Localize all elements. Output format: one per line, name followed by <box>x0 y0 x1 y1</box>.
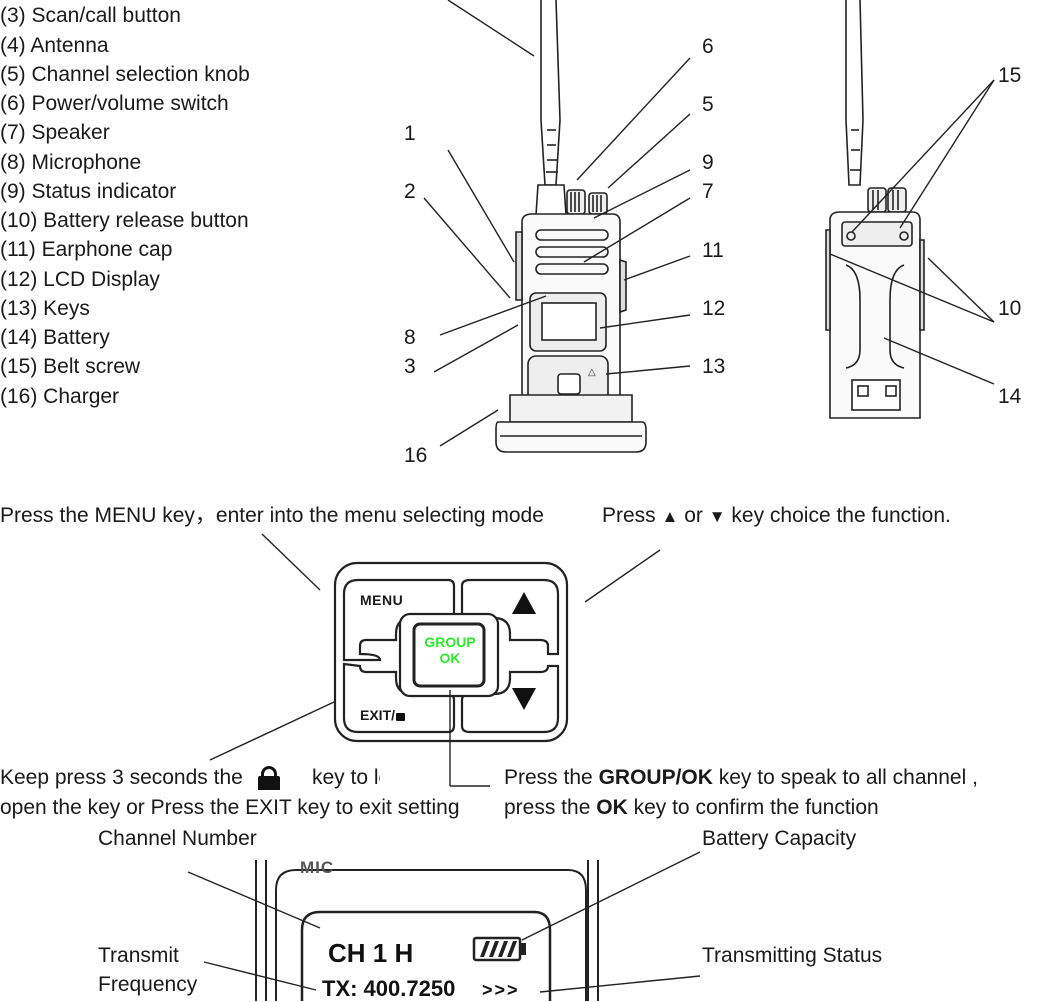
parts-list-item: (13) Keys <box>0 297 90 320</box>
keypad-leader-lines <box>209 533 661 787</box>
parts-list-item: (4) Antenna <box>0 34 109 57</box>
battery-capacity-label: Battery Capacity <box>702 827 857 850</box>
channel-number-label: Channel Number <box>98 827 257 850</box>
parts-list-item: (16) Charger <box>0 385 120 408</box>
transmitting-status-label: Transmitting Status <box>702 944 883 967</box>
callout-number: 2 <box>404 180 416 203</box>
radio-back-illustration <box>825 0 925 419</box>
transmit-frequency-label-line2: Frequency <box>98 973 198 996</box>
updown-key-caption: Press ▲ or ▼ key choice the function. <box>602 504 951 529</box>
callout-leader-lines <box>423 0 995 447</box>
parts-list-item: (3) Scan/call button <box>0 4 181 27</box>
lcd-channel-text: CH 1 H <box>328 938 414 968</box>
lock-caption-part-a: Keep press 3 seconds the <box>0 766 243 789</box>
ok-caption-part-a: press the <box>504 796 591 819</box>
ok-key-text: OK <box>439 650 461 666</box>
group-ok-key-label: GROUP OK <box>422 634 478 666</box>
exit-key-label: EXIT/ <box>360 703 406 727</box>
callout-number: 15 <box>998 64 1022 87</box>
ok-caption-bold: OK <box>596 796 628 819</box>
exit-key-caption: open the key or Press the EXIT key to ex… <box>0 796 460 819</box>
callout-number: 6 <box>702 35 714 58</box>
callout-number: 7 <box>702 180 714 203</box>
parts-list-item: (11) Earphone cap <box>0 238 173 261</box>
parts-list-item: (5) Channel selection knob <box>0 63 250 86</box>
parts-list-item: (9) Status indicator <box>0 180 177 203</box>
lcd-leader-lines <box>187 851 701 993</box>
parts-list-item: (14) Battery <box>0 326 110 349</box>
ok-confirm-caption: press the OK key to confirm the function <box>504 796 898 820</box>
group-key-text: GROUP <box>424 634 476 650</box>
callout-number: 5 <box>702 93 714 116</box>
callout-number: 14 <box>998 385 1022 408</box>
parts-list-item: (7) Speaker <box>0 121 110 144</box>
transmit-frequency-label-line1: Transmit <box>98 944 179 967</box>
callout-number: 1 <box>404 122 416 145</box>
callout-number: 11 <box>702 239 724 262</box>
callout-number: 8 <box>404 326 416 349</box>
callout-number: 10 <box>998 297 1022 320</box>
lock-icon <box>396 713 406 721</box>
group-caption-part-b: key to speak to all channel , <box>718 766 978 789</box>
lcd-transmit-status-text: >>> <box>482 980 520 1000</box>
callout-number: 9 <box>702 151 714 174</box>
up-arrow-icon: ▲ <box>661 507 679 526</box>
updown-caption-prefix: Press <box>602 504 656 527</box>
updown-caption-suffix: key choice the function. <box>731 504 951 527</box>
callout-number: 12 <box>702 297 726 320</box>
ok-caption-part-b: key to confirm the function <box>633 796 879 819</box>
callout-number: 16 <box>404 444 428 467</box>
parts-list-item: (8) Microphone <box>0 151 142 174</box>
radio-front-illustration: △ ▽ <box>495 0 647 453</box>
callout-number: 3 <box>404 355 416 378</box>
menu-key-caption: Press the MENU key，enter into the menu s… <box>0 504 544 527</box>
parts-list-item: (6) Power/volume switch <box>0 92 229 115</box>
parts-list-item: (15) Belt screw <box>0 355 141 378</box>
exit-key-text: EXIT/ <box>360 707 396 723</box>
mic-label: MIC <box>300 858 335 877</box>
lcd-tx-frequency-text: TX: 400.7250 <box>322 976 456 1001</box>
svg-text:△: △ <box>588 367 596 378</box>
group-caption-part-a: Press the <box>504 766 593 789</box>
parts-list-item: (10) Battery release button <box>0 209 249 232</box>
lock-caption-part-b: key to lock, <box>312 766 380 789</box>
keypad-illustration <box>333 561 569 743</box>
menu-key-label: MENU <box>360 592 404 608</box>
down-arrow-icon: ▼ <box>708 507 726 526</box>
lcd-closeup-illustration <box>255 860 599 1001</box>
group-ok-caption: Press the GROUP/OK key to speak to all c… <box>504 766 978 790</box>
updown-caption-mid: or <box>684 504 703 527</box>
group-caption-bold: GROUP/OK <box>598 766 713 789</box>
callout-number: 13 <box>702 355 726 378</box>
parts-list-item: (12) LCD Display <box>0 268 160 291</box>
lock-key-caption: Keep press 3 seconds the key to lock, <box>0 766 490 790</box>
lock-icon <box>258 766 280 790</box>
